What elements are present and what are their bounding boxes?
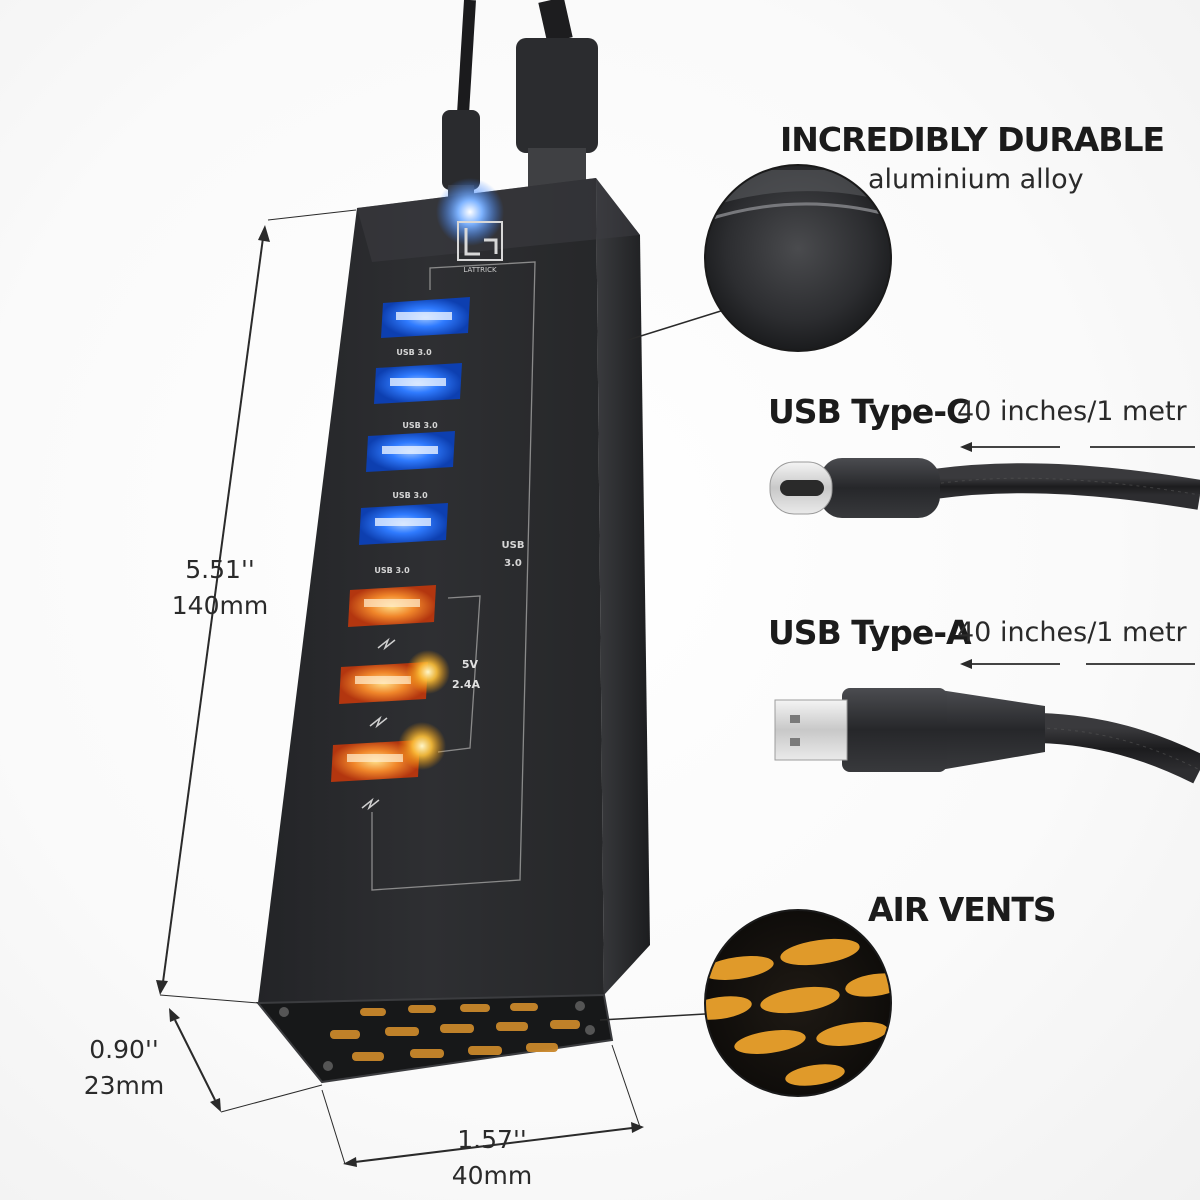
brand-logo: LATTRICK bbox=[457, 221, 503, 274]
hub-bottom-vents bbox=[255, 993, 614, 1084]
usb3-port-2 bbox=[374, 363, 462, 404]
usb3-port-4 bbox=[359, 503, 448, 545]
hub-side-face bbox=[596, 178, 650, 995]
depth-dimension: 0.90'' 23mm bbox=[68, 1032, 180, 1104]
depth-inches: 0.90'' bbox=[89, 1035, 159, 1064]
aluminium-closeup bbox=[704, 164, 892, 352]
width-dimension: 1.57'' 40mm bbox=[436, 1122, 548, 1194]
charge-bolt-icon bbox=[361, 797, 380, 811]
svg-text:USB 3.0: USB 3.0 bbox=[396, 348, 432, 357]
svg-text:2.4A: 2.4A bbox=[452, 678, 480, 691]
svg-text:LATTRICK: LATTRICK bbox=[463, 266, 497, 274]
usb-a-length: 40 inches/1 metr bbox=[957, 617, 1187, 648]
charging-ports bbox=[331, 585, 450, 811]
charge-bolt-icon bbox=[377, 637, 396, 651]
svg-text:USB 3.0: USB 3.0 bbox=[374, 566, 410, 575]
usb-a-cable bbox=[774, 688, 1200, 784]
usb3-port-1 bbox=[381, 297, 470, 338]
depth-mm: 23mm bbox=[83, 1071, 165, 1100]
height-mm: 140mm bbox=[171, 591, 269, 620]
air-vents-closeup bbox=[704, 909, 892, 1097]
dimension-arrows bbox=[156, 209, 644, 1167]
durable-title: INCREDIBLY DURABLE bbox=[780, 120, 1165, 159]
durable-subtitle: aluminium alloy bbox=[868, 164, 1084, 195]
svg-text:5V: 5V bbox=[462, 658, 479, 671]
usb-c-length: 40 inches/1 metr bbox=[957, 396, 1187, 427]
charge-port-1 bbox=[348, 585, 436, 627]
height-dimension: 5.51'' 140mm bbox=[162, 552, 278, 624]
svg-text:3.0: 3.0 bbox=[504, 558, 522, 569]
charge-port-2 bbox=[339, 662, 428, 704]
width-mm: 40mm bbox=[451, 1161, 533, 1190]
usb-c-title: USB Type-C bbox=[768, 392, 970, 431]
length-arrows bbox=[960, 442, 1195, 669]
charge-bolt-icon bbox=[369, 715, 388, 729]
usb3-port-3 bbox=[366, 431, 455, 472]
svg-text:USB 3.0: USB 3.0 bbox=[402, 421, 438, 430]
power-led-icon bbox=[436, 178, 504, 246]
height-inches: 5.51'' bbox=[185, 555, 255, 584]
data-ports: USB 3.0 USB 3.0 USB 3.0 USB 3.0 bbox=[359, 297, 470, 575]
svg-text:USB 3.0: USB 3.0 bbox=[392, 491, 428, 500]
usb-c-cable bbox=[769, 458, 1200, 518]
svg-text:USB: USB bbox=[502, 540, 525, 551]
air-vents-title: AIR VENTS bbox=[868, 890, 1057, 929]
width-inches: 1.57'' bbox=[457, 1125, 527, 1154]
port-group-outlines bbox=[371, 261, 536, 891]
usb-a-title: USB Type-A bbox=[768, 613, 972, 652]
charge-port-3 bbox=[331, 740, 420, 782]
